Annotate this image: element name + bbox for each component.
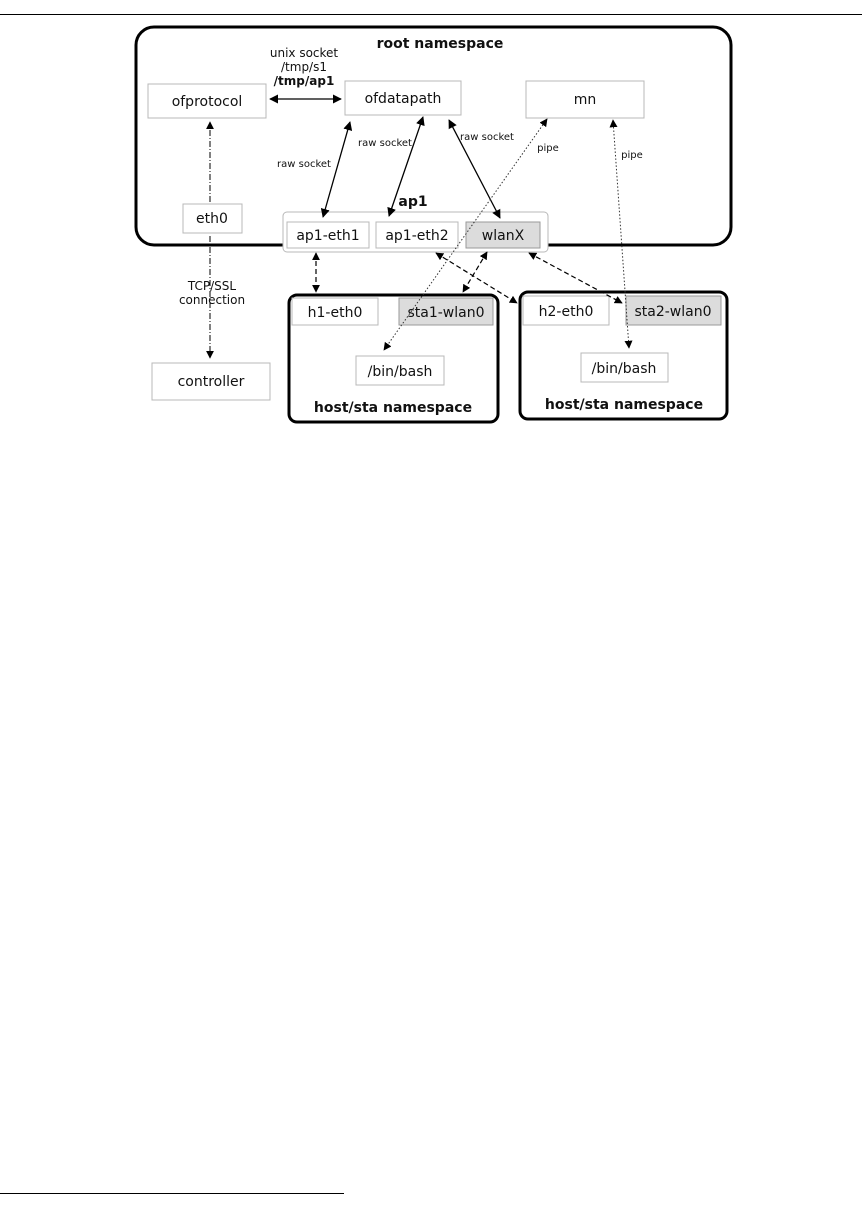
h1-eth0-label: h1-eth0 (308, 305, 363, 321)
h2-eth0-label: h2-eth0 (539, 304, 594, 320)
edge-ofdatapath-ap1-eth1 (320, 121, 353, 218)
edge-mn-bash2 (609, 119, 633, 349)
mn-box (525, 80, 645, 119)
controller-box (151, 362, 271, 401)
sta1-wlan0-label: sta1-wlan0 (407, 305, 484, 321)
ofdatapath-box (344, 80, 462, 116)
bin-bash-2-label: /bin/bash (592, 361, 657, 377)
ofprotocol-box (147, 83, 267, 119)
unix-socket-label-2: /tmp/s1 (281, 60, 327, 74)
edge-mn-bash1 (383, 118, 548, 351)
footnote-rule (0, 1193, 344, 1194)
sta2-wlan0-label: sta2-wlan0 (634, 304, 711, 320)
controller-label: controller (178, 374, 245, 390)
root-namespace-label: root namespace (377, 36, 504, 52)
ofdatapath-label: ofdatapath (365, 91, 442, 107)
host-namespace-1-label: host/sta namespace (314, 400, 472, 416)
unix-socket-label-1: unix socket (270, 46, 339, 60)
bin-bash-2-box (580, 352, 669, 383)
tcp-ssl-label-1: TCP/SSL (187, 279, 237, 293)
edge-wlanx-sta2-wlan0 (528, 252, 623, 304)
ofprotocol-label: ofprotocol (172, 94, 243, 110)
page-top-rule (0, 14, 862, 15)
raw-socket-label-1: raw socket (277, 159, 331, 170)
raw-socket-label-2: raw socket (358, 138, 412, 149)
bin-bash-1-box (355, 355, 445, 386)
ap1-eth1-box (286, 221, 370, 249)
host-namespace-2-label: host/sta namespace (545, 397, 703, 413)
bin-bash-1-label: /bin/bash (368, 364, 433, 380)
wlanx-label: wlanX (482, 228, 525, 244)
ap1-eth1-label: ap1-eth1 (296, 228, 359, 244)
eth0-box (182, 203, 243, 234)
pipe-label-2: pipe (621, 150, 643, 161)
ap1-eth2-label: ap1-eth2 (385, 228, 448, 244)
unix-socket-label-3: /tmp/ap1 (274, 74, 335, 88)
tcp-ssl-label-2: connection (179, 293, 245, 307)
mn-label: mn (574, 92, 597, 108)
eth0-label: eth0 (196, 211, 228, 227)
h1-eth0-box (291, 297, 379, 326)
ap1-group-label: ap1 (398, 194, 427, 210)
raw-socket-label-3: raw socket (460, 132, 514, 143)
pipe-label-1: pipe (537, 143, 559, 154)
